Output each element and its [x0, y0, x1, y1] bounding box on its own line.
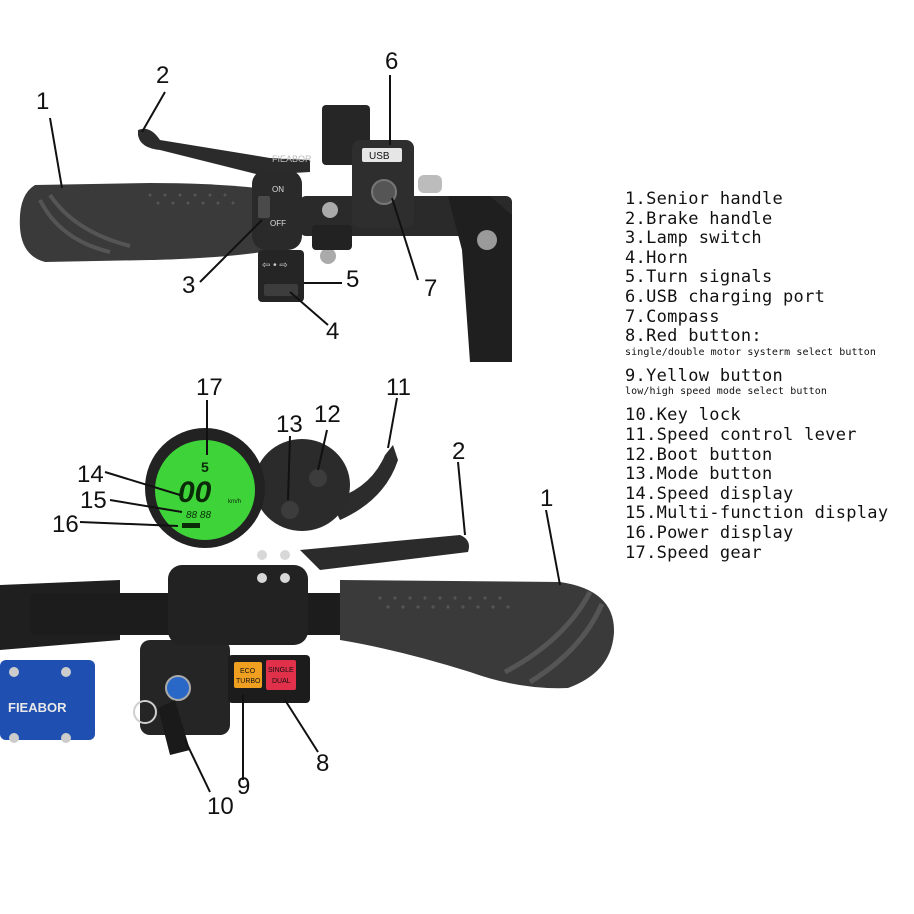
bolt — [477, 230, 497, 250]
grip-texture-right — [378, 596, 510, 609]
callout-1-bottom: 1 — [540, 485, 554, 512]
leader-lines-bottom — [79, 397, 561, 793]
lcd-trip: 88 88 — [186, 510, 211, 521]
right-handlebar-photo: FIEABOR ECO TURBO SINGLE DUAL 5 00 km/h … — [0, 362, 914, 914]
lcd-unit: km/h — [228, 499, 241, 505]
yellow-button — [234, 662, 262, 688]
lcd-speed: 00 — [178, 476, 212, 509]
boot-button — [309, 469, 327, 487]
red-button — [266, 660, 296, 690]
callout-9: 9 — [237, 773, 251, 800]
horn-button — [264, 284, 298, 296]
legend-item-boot-button: 12.Boot button — [625, 444, 773, 465]
lcd-screen — [155, 440, 255, 540]
callout-5-top: 5 — [346, 266, 360, 293]
control-pad-housing — [254, 439, 350, 531]
brake-lever-right — [300, 535, 469, 570]
turn-signal-arrows-icon: ⇦ • ⇨ — [262, 260, 288, 271]
callout-4-top: 4 — [326, 318, 340, 345]
callout-3-top: 3 — [182, 272, 196, 299]
legend-sub-red-button: single/double motor systerm select butto… — [625, 346, 876, 358]
legend-item-key-lock: 10.Key lock — [625, 405, 741, 426]
senior-handle-grip-right — [340, 580, 615, 689]
legend-item-senior-handle: 1.Senior handle — [625, 189, 784, 209]
callout-6-top: 6 — [385, 48, 399, 75]
callout-10: 10 — [207, 793, 234, 820]
dual-label: DUAL — [272, 678, 291, 685]
callout-11: 11 — [386, 374, 411, 401]
mode-button — [281, 501, 299, 519]
legend-item-turn-signals: 5.Turn signals — [625, 267, 773, 288]
speed-control-lever — [330, 445, 398, 520]
callout-14: 14 — [77, 461, 104, 488]
legend-item-usb-port: 6.USB charging port — [625, 286, 826, 307]
parts-legend: 1.Senior handle 2.Brake handle 3.Lamp sw… — [625, 189, 910, 563]
brake-lever — [138, 128, 310, 175]
brand-label-top: FIEABOR — [272, 154, 312, 164]
callout-1-top: 1 — [36, 88, 50, 115]
legend-item-speed-display: 14.Speed display — [625, 483, 794, 504]
legend-item-yellow-button: 9.Yellow button — [625, 365, 784, 386]
legend-item-red-button: 8.Red button: — [625, 326, 762, 347]
legend-item-brake-handle: 2.Brake handle — [625, 208, 773, 229]
callout-16: 16 — [52, 511, 79, 538]
off-label: OFF — [270, 219, 286, 228]
legend-item-power-display: 16.Power display — [625, 522, 794, 543]
grip-texture — [148, 193, 235, 205]
blue-clamp — [0, 660, 95, 740]
control-body — [168, 565, 308, 645]
leader-lines-top — [49, 75, 419, 326]
legend-item-speed-control-lever: 11.Speed control lever — [625, 424, 857, 445]
legend-item-mode-button: 13.Mode button — [625, 464, 773, 485]
callout-17: 17 — [196, 374, 223, 401]
callout-2-top: 2 — [156, 62, 170, 89]
lamp-switch-rocker — [258, 196, 270, 218]
single-label: SINGLE — [268, 667, 294, 674]
callout-7-top: 7 — [424, 275, 438, 302]
compass-icon — [371, 179, 397, 205]
turbo-label: TURBO — [236, 678, 261, 685]
callout-2-bottom: 2 — [452, 438, 466, 465]
lcd-gear: 5 — [201, 459, 209, 475]
legend-item-lamp-switch: 3.Lamp switch — [625, 228, 762, 249]
callout-12: 12 — [314, 401, 341, 428]
usb-label: USB — [369, 151, 390, 162]
callout-15: 15 — [80, 487, 107, 514]
key — [158, 700, 190, 755]
left-handlebar-photo: FIEABOR USB ON OFF ⇦ • ⇨ — [0, 0, 512, 362]
legend-item-speed-gear: 17.Speed gear — [625, 542, 762, 563]
legend-item-horn: 4.Horn — [625, 247, 689, 268]
legend-sub-yellow-button: low/high speed mode select button — [625, 386, 827, 398]
eco-label: ECO — [240, 668, 256, 675]
key-lock — [165, 675, 191, 701]
legend-item-multi-function-display: 15.Multi-function display — [625, 503, 889, 524]
callout-8: 8 — [316, 750, 330, 777]
lamp-switch-housing — [252, 170, 302, 250]
callout-13: 13 — [276, 411, 303, 438]
legend-item-compass: 7.Compass — [625, 306, 720, 327]
on-label: ON — [272, 185, 284, 194]
brand-label-bottom: FIEABOR — [8, 700, 67, 715]
lcd-power-bar — [182, 523, 200, 528]
